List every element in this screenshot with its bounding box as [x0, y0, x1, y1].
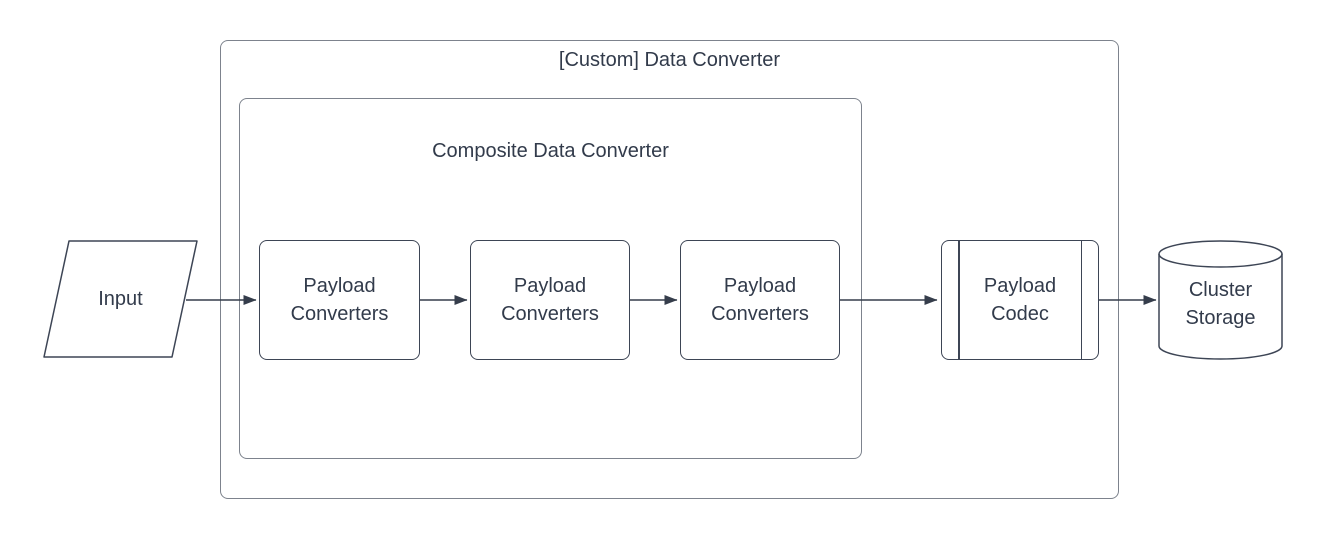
codec-right-bar [1080, 241, 1082, 359]
input-node-label: Input [98, 288, 143, 310]
payload-codec-node: Payload Codec [941, 240, 1099, 360]
composite-data-converter-group [239, 98, 862, 459]
cluster-storage-label: Cluster Storage [1185, 279, 1256, 329]
codec-left-bar [958, 241, 960, 359]
custom-data-converter-label: [Custom] Data Converter [558, 49, 781, 71]
payload-converters-node-2: Payload Converters [470, 240, 630, 360]
payload-codec-label: Payload Codec [983, 275, 1057, 325]
composite-data-converter-label: Composite Data Converter [432, 140, 669, 162]
custom-data-converter-group [220, 40, 1119, 499]
payload-converters-node-1: Payload Converters [259, 240, 420, 360]
payload-converters-node-3: Payload Converters [680, 240, 840, 360]
